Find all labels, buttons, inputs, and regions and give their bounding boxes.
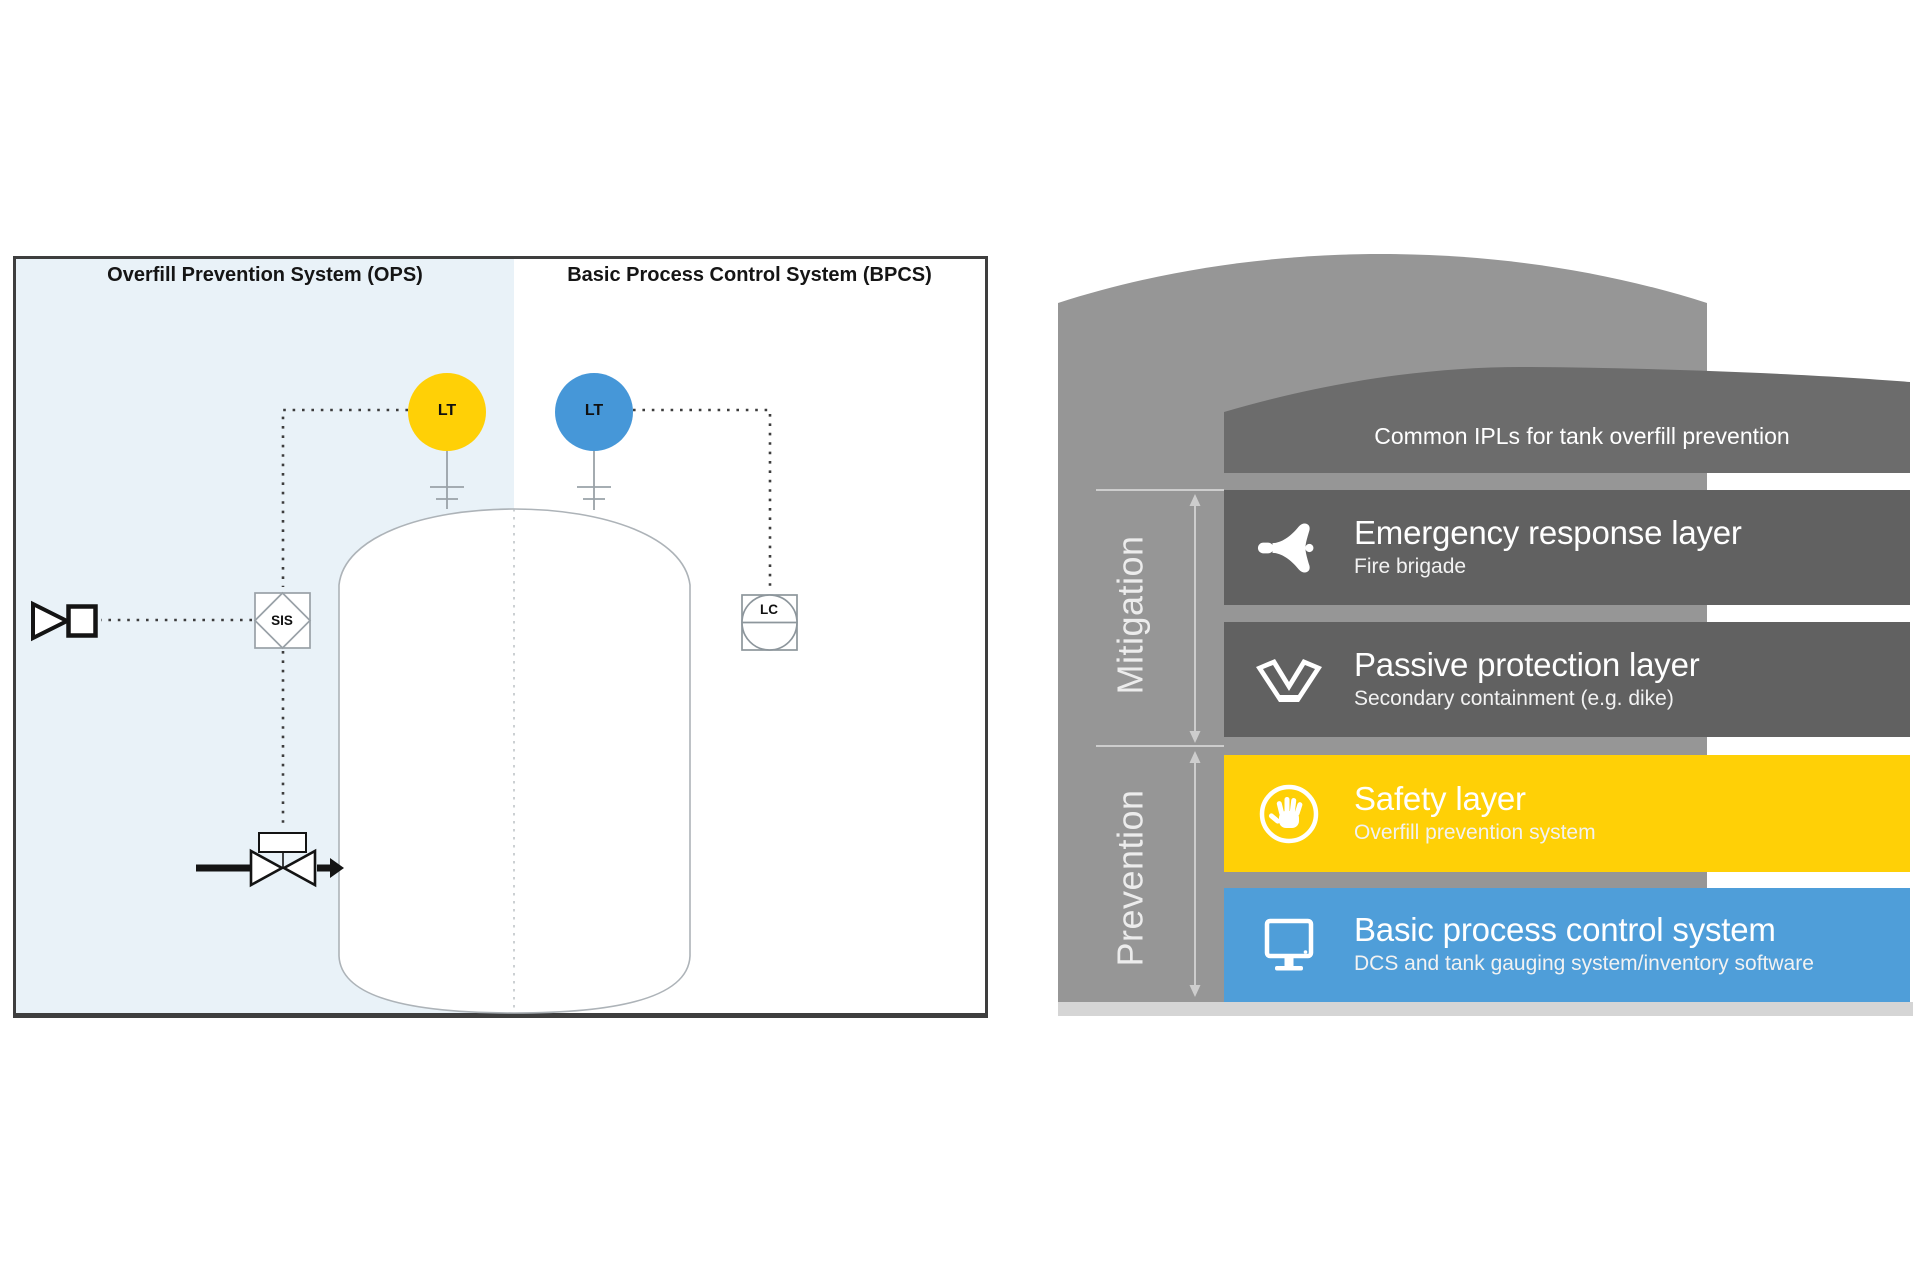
lt-ops-label: LT bbox=[437, 402, 457, 419]
layer-title: Passive protection layer bbox=[1354, 645, 1700, 683]
arrow-down-icon bbox=[1189, 731, 1201, 743]
shutoff-valve bbox=[196, 832, 344, 888]
layer-title: Safety layer bbox=[1354, 779, 1526, 817]
flow-arrow-icon bbox=[330, 858, 344, 878]
layer-title: Basic process control system bbox=[1354, 911, 1776, 949]
layer-subtitle: Secondary containment (e.g. dike) bbox=[1354, 686, 1674, 710]
arrow-up-icon bbox=[1189, 751, 1201, 763]
monitor-icon bbox=[1224, 916, 1354, 974]
lc-symbol bbox=[741, 594, 798, 651]
layer-title: Emergency response layer bbox=[1354, 513, 1742, 551]
tank-vessel bbox=[338, 508, 691, 1014]
layer-passive-protection: Passive protection layer Secondary conta… bbox=[1224, 622, 1910, 737]
alarm-horn-icon bbox=[31, 600, 98, 642]
bottom-base-strip bbox=[1058, 1002, 1913, 1016]
sis-label: SIS bbox=[271, 613, 293, 628]
layer-safety: Safety layer Overfill prevention system bbox=[1224, 755, 1910, 872]
ipl-diagram-title: Common IPLs for tank overfill prevention bbox=[1374, 423, 1790, 449]
dimension-lines bbox=[1096, 489, 1224, 997]
layer-subtitle: Fire brigade bbox=[1354, 554, 1467, 578]
arrow-down-icon bbox=[1189, 985, 1201, 997]
lt-transmitter-bpcs bbox=[555, 373, 633, 451]
axis-label-mitigation: Mitigation bbox=[1110, 535, 1152, 695]
arrow-up-icon bbox=[1189, 494, 1201, 506]
layer-emergency-response: Emergency response layer Fire brigade bbox=[1224, 490, 1910, 605]
layer-subtitle: Overfill prevention system bbox=[1354, 820, 1596, 844]
lt-nozzles bbox=[430, 451, 611, 510]
title-band-shape bbox=[1224, 366, 1910, 473]
layer-bpcs: Basic process control system DCS and tan… bbox=[1224, 888, 1910, 1002]
axis-label-prevention: Prevention bbox=[1110, 789, 1152, 967]
lt-bpcs-label: LT bbox=[584, 402, 604, 419]
lt-transmitter-ops bbox=[408, 373, 486, 451]
sis-symbol bbox=[253, 591, 312, 650]
ops-zone-title: Overfill Prevention System (OPS) bbox=[107, 264, 423, 286]
lc-label: LC bbox=[760, 602, 778, 617]
bpcs-zone-title: Basic Process Control System (BPCS) bbox=[567, 264, 932, 286]
dike-icon bbox=[1224, 655, 1354, 705]
signal-lines bbox=[101, 408, 772, 829]
megaphone-icon bbox=[1224, 518, 1354, 578]
layer-subtitle: DCS and tank gauging system/inventory so… bbox=[1354, 952, 1814, 976]
hand-stop-icon bbox=[1224, 783, 1354, 845]
